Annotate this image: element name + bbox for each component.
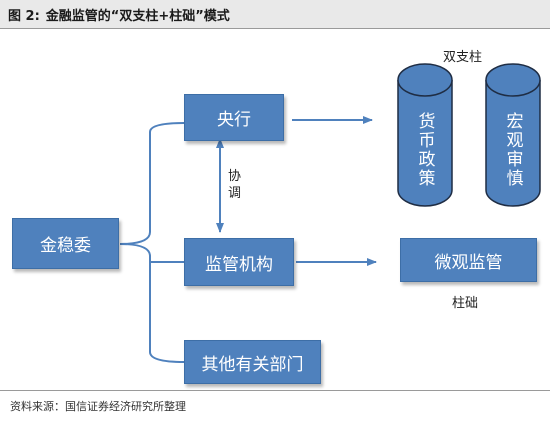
figure-title-bar: 图 2: 金融监管的“双支柱+柱础”模式 — [0, 0, 550, 28]
pillar-left-label: 货币政策 — [414, 112, 435, 188]
pillar-right-text-wrap: 宏观审慎 — [484, 112, 542, 207]
pillar-left-text-wrap: 货币政策 — [396, 112, 454, 207]
coordination-label: 协调 — [228, 168, 244, 202]
source-divider — [0, 390, 550, 391]
bracket-connector — [119, 122, 185, 363]
pillar-right-shape — [485, 63, 541, 207]
pillar-left: 货币政策 — [396, 62, 454, 210]
pillar-right: 宏观审慎 — [484, 62, 542, 210]
others-box: 其他有关部门 — [184, 340, 321, 384]
pillar-right-label: 宏观审慎 — [502, 112, 523, 188]
figure-title: 金融监管的“双支柱+柱础”模式 — [45, 8, 230, 24]
foundation-box: 微观监管 — [400, 238, 537, 282]
root-box: 金稳委 — [12, 218, 119, 269]
regulators-box: 监管机构 — [184, 238, 294, 286]
pillars-heading: 双支柱 — [443, 50, 483, 65]
pillar-left-shape — [397, 63, 453, 207]
figure-number: 图 2: — [8, 8, 40, 24]
title-divider — [0, 28, 550, 29]
coordination-text: 协调 — [228, 169, 242, 201]
foundation-label: 柱础 — [452, 296, 479, 311]
central-bank-box: 央行 — [184, 94, 284, 141]
source-note: 资料来源：国信证券经济研究所整理 — [10, 400, 186, 413]
